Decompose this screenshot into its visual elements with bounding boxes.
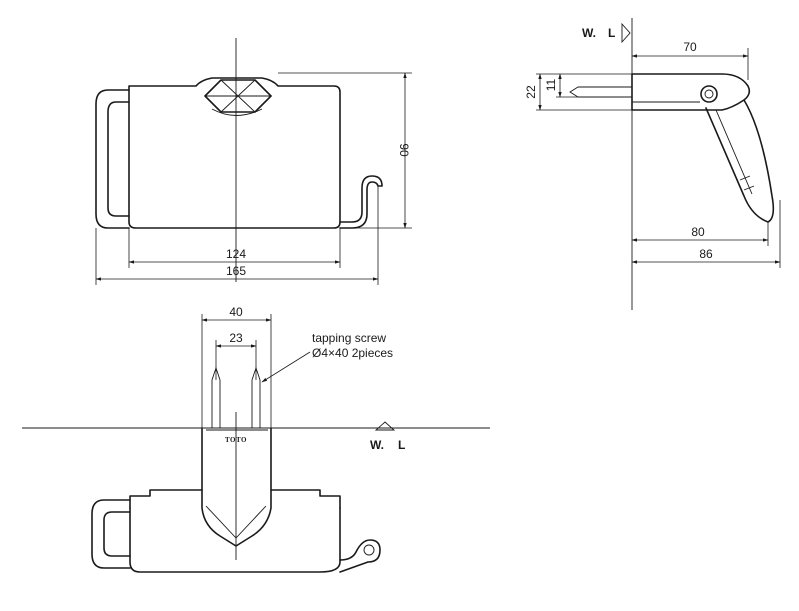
top-screw-right xyxy=(251,366,261,428)
front-dim-height-text: 90 xyxy=(397,143,411,157)
side-view: W. L 70 22 11 80 86 xyxy=(524,18,781,310)
top-left-arm-inner xyxy=(103,511,131,557)
top-wl-l: L xyxy=(398,438,405,452)
top-cover-left-step xyxy=(129,489,203,509)
top-left-arm-outer xyxy=(91,499,131,569)
side-pivot-outer xyxy=(700,85,718,103)
side-dim-80-text: 80 xyxy=(691,225,705,239)
top-cover-right-step xyxy=(270,489,341,509)
front-dim-124-text: 124 xyxy=(226,247,246,261)
side-pivot-inner xyxy=(704,89,714,99)
front-left-arm-outer xyxy=(95,89,130,229)
top-screw-leader xyxy=(261,351,311,383)
side-wl-l: L xyxy=(608,26,615,40)
front-emblem-base xyxy=(211,108,263,116)
top-screw-note-1: tapping screw xyxy=(312,331,386,345)
top-wl-w: W. xyxy=(370,438,384,452)
front-left-arm-inner xyxy=(107,101,130,217)
side-holder-body xyxy=(631,73,751,111)
top-cover-bar xyxy=(129,507,341,573)
top-right-hook-end xyxy=(363,544,375,556)
front-emblem-facets xyxy=(205,79,271,113)
top-dim-23-text: 23 xyxy=(229,331,243,345)
side-dim-22-text: 22 xyxy=(524,85,538,99)
front-view: 90 124 165 xyxy=(95,38,412,285)
side-cover-arm-detail xyxy=(715,109,755,195)
front-dim-165-text: 165 xyxy=(226,264,246,278)
top-emblem-v xyxy=(205,505,267,539)
side-dim-11-text: 11 xyxy=(544,78,558,91)
side-wl-triangle xyxy=(621,22,631,44)
side-dim-70-text: 70 xyxy=(683,40,697,54)
front-right-hook xyxy=(339,175,383,229)
top-toto-logo: TOTO xyxy=(225,436,247,444)
top-view: W. L 40 23 tapping screw Ø4×40 2pieces T… xyxy=(22,305,490,573)
top-right-hook xyxy=(339,539,381,573)
side-wl-w: W. xyxy=(582,26,596,40)
top-screw-left xyxy=(211,366,221,428)
side-screw-tip xyxy=(569,86,579,98)
top-screw-note-2: Ø4×40 2pieces xyxy=(312,346,393,360)
side-dim-86-text: 86 xyxy=(699,247,713,261)
front-cover-body xyxy=(128,77,341,229)
side-cover-arm xyxy=(705,99,775,223)
top-mount-base xyxy=(201,427,272,547)
top-wl-triangle xyxy=(374,421,396,431)
top-dim-40-text: 40 xyxy=(229,305,243,319)
